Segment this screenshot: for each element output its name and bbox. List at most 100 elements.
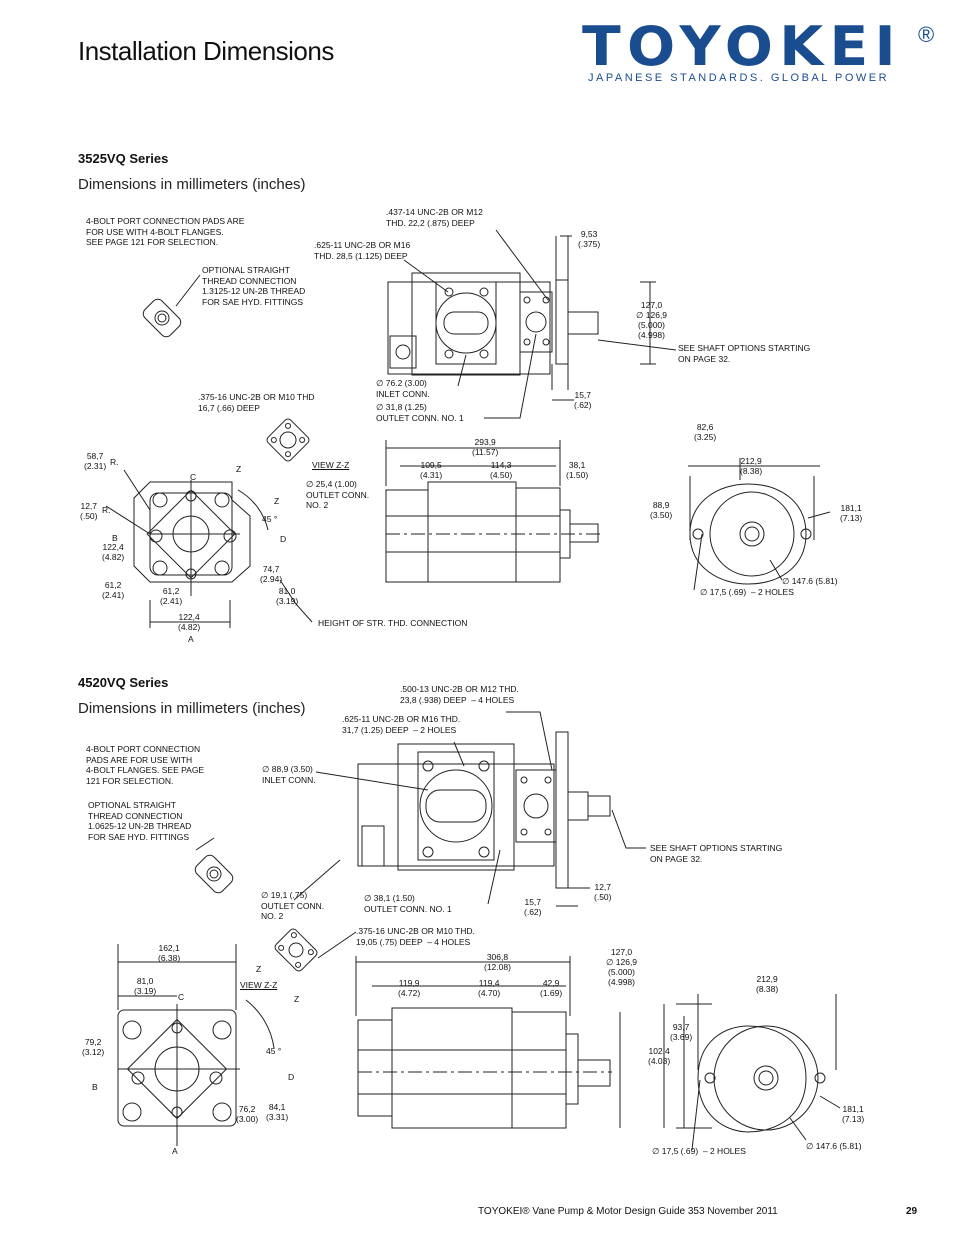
- note-straight-thread-1: OPTIONAL STRAIGHT THREAD CONNECTION 1.31…: [202, 265, 306, 307]
- note-outlet2-1: ∅ 25,4 (1.00) OUTLET CONN. NO. 2: [306, 479, 370, 510]
- pump-elevation-1: [385, 481, 600, 583]
- note-unc625-2: .625-11 UNC-2B OR M16 THD. 31,7 (1.25) D…: [342, 714, 461, 735]
- angle-45-2: 45 °: [266, 1046, 282, 1056]
- label-view-zz-1: VIEW Z-Z: [312, 460, 350, 470]
- letter-r-mid: R.: [102, 505, 111, 515]
- page-number: 29: [906, 1206, 918, 1217]
- note-outlet1-2: ∅ 38,1 (1.50) OUTLET CONN. NO. 1: [364, 893, 452, 914]
- dim-42-9: 42,9 (1.69): [540, 978, 563, 998]
- pump-side-view-2: [357, 731, 611, 889]
- series-title-4520vq: 4520VQ Series: [78, 675, 169, 690]
- note-shaft-1: SEE SHAFT OPTIONS STARTING ON PAGE 32.: [678, 343, 811, 364]
- dim-102-4: 102,4 (4.03): [648, 1046, 671, 1066]
- note-inlet-1: ∅ 76.2 (3.00) INLET CONN.: [376, 378, 430, 399]
- dim-12-7-1: 12,7 (.50): [80, 501, 98, 521]
- dim-38-1: 38,1 (1.50): [566, 460, 589, 480]
- note-unc437: .437-14 UNC-2B OR M12 THD. 22,2 (.875) D…: [386, 207, 483, 228]
- letter-r-top: R.: [110, 457, 119, 467]
- view-zz-icon-1: [266, 418, 310, 462]
- dim-74-7: 74,7 (2.94): [260, 564, 283, 584]
- note-unc375-2: .375-16 UNC-2B OR M10 THD. 19,05 (.75) D…: [356, 926, 475, 947]
- label-view-zz-2: VIEW Z-Z: [240, 980, 278, 990]
- note-unc500: .500-13 UNC-2B OR M12 THD. 23,8 (.938) D…: [400, 684, 519, 705]
- dim-162-1: 162,1 (6.38): [158, 943, 181, 963]
- letter-z-2b: Z: [294, 994, 300, 1004]
- page-title: Installation Dimensions: [78, 36, 334, 66]
- note-holes-1: ∅ 17,5 (.69) – 2 HOLES: [700, 587, 794, 597]
- note-straight-thread-2: OPTIONAL STRAIGHT THREAD CONNECTION 1.06…: [88, 800, 192, 842]
- dim-15-7-1: 15,7 (.62): [574, 390, 592, 410]
- dim-93-7: 93,7 (3.69): [670, 1022, 693, 1042]
- pump-end-view-1: [688, 458, 820, 585]
- dim-293-9: 293,9 (11.57): [472, 437, 499, 457]
- pump-front-view-1: [133, 480, 251, 596]
- note-shaft-2: SEE SHAFT OPTIONS STARTING ON PAGE 32.: [650, 843, 783, 864]
- angle-45-1: 45 °: [262, 514, 278, 524]
- logo-tagline: JAPANESE STANDARDS. GLOBAL POWER: [588, 72, 890, 84]
- letter-b-1: B: [112, 533, 118, 543]
- dim-9-53: 9,53 (.375): [578, 229, 601, 249]
- pump-end-view-2: [663, 994, 837, 1133]
- dim-181-1-2: 181,1 (7.13): [842, 1104, 865, 1124]
- footer-text: TOYOKEI® Vane Pump & Motor Design Guide …: [478, 1206, 778, 1217]
- logo-wordmark: TOYOKEI: [582, 15, 902, 78]
- port-pad-icon-2: [194, 854, 234, 894]
- dim-88-9: 88,9 (3.50): [650, 500, 673, 520]
- dim-81-0-2: 81,0 (3.19): [134, 976, 157, 996]
- dim-84-1: 84,1 (3.31): [266, 1102, 289, 1122]
- dim-61-2-v: 61,2 (2.41): [102, 580, 125, 600]
- view-zz-icon-2: [274, 928, 318, 972]
- note-4bolt-1: 4-BOLT PORT CONNECTION PADS ARE FOR USE …: [86, 216, 245, 247]
- port-pad-icon-1: [142, 298, 182, 338]
- note-inlet-2: ∅ 88,9 (3.50) INLET CONN.: [262, 764, 316, 785]
- letter-z-1a: Z: [236, 464, 242, 474]
- dim-79-2: 79,2 (3.12): [82, 1037, 105, 1057]
- note-unc375-1: .375-16 UNC-2B OR M10 THD 16,7 (.66) DEE…: [198, 392, 315, 413]
- dim-119-9: 119,9 (4.72): [398, 978, 421, 998]
- note-outlet2-2: ∅ 19,1 (.75) OUTLET CONN. NO. 2: [261, 890, 325, 921]
- note-unc625-1: .625-11 UNC-2B OR M16 THD. 28,5 (1.125) …: [314, 240, 411, 261]
- units-note-2: Dimensions in millimeters (inches): [78, 700, 306, 717]
- pump-front-view-2: [117, 1004, 240, 1146]
- series-title-3525vq: 3525VQ Series: [78, 151, 169, 166]
- dim-127-0-2: 127,0 ∅ 126,9 (5.000) (4.998): [606, 947, 638, 987]
- brand-logo: TOYOKEI ® JAPANESE STANDARDS. GLOBAL POW…: [582, 18, 934, 85]
- letter-b-2: B: [92, 1082, 98, 1092]
- letter-a-2: A: [172, 1146, 178, 1156]
- dim-109-5: 109,5 (4.31): [420, 460, 443, 480]
- pump-side-view-1: [387, 272, 599, 390]
- dim-212-9-2: 212,9 (8.38): [756, 974, 779, 994]
- note-bolt-circle-1: ∅ 147.6 (5.81): [782, 576, 838, 586]
- dim-181-1-1: 181,1 (7.13): [840, 503, 863, 523]
- note-4bolt-2: 4-BOLT PORT CONNECTION PADS ARE FOR USE …: [86, 744, 205, 786]
- dim-76-2: 76,2 (3.00): [236, 1104, 259, 1124]
- dim-114-3: 114,3 (4.50): [490, 460, 513, 480]
- note-outlet1-1: ∅ 31,8 (1.25) OUTLET CONN. NO. 1: [376, 402, 464, 423]
- letter-d-1: D: [280, 534, 287, 544]
- letter-c-2: C: [178, 992, 185, 1002]
- dim-81-0-1: 81,0 (3.19): [276, 586, 299, 606]
- dim-58-7: 58,7 (2.31): [84, 451, 107, 471]
- dim-82-6: 82,6 (3.25): [694, 422, 717, 442]
- letter-d-2: D: [288, 1072, 295, 1082]
- letter-a-1: A: [188, 634, 194, 644]
- note-holes-2: ∅ 17,5 (.69) – 2 HOLES: [652, 1146, 746, 1156]
- units-note-1: Dimensions in millimeters (inches): [78, 176, 306, 193]
- note-bolt-circle-2: ∅ 147.6 (5.81): [806, 1141, 862, 1151]
- note-height-str-thd: HEIGHT OF STR. THD. CONNECTION: [318, 618, 468, 628]
- dim-15-7-2: 15,7 (.62): [524, 897, 542, 917]
- dim-12-7-2: 12,7 (.50): [594, 882, 612, 902]
- dim-122-4-v: 122,4 (4.82): [102, 542, 125, 562]
- letter-z-2a: Z: [256, 964, 262, 974]
- dim-127-0-shaft: 127,0 ∅ 126,9 (5.000) (4.998): [636, 300, 668, 340]
- letter-c-1: C: [190, 472, 197, 482]
- pump-elevation-2: [357, 1007, 612, 1129]
- dim-306-8: 306,8 (12.08): [484, 952, 511, 972]
- logo-registered-mark: ®: [918, 22, 935, 47]
- dim-122-4-h: 122,4 (4.82): [178, 612, 201, 632]
- dim-212-9-1: 212,9 (8.38): [740, 456, 763, 476]
- dim-61-2-h: 61,2 (2.41): [160, 586, 183, 606]
- letter-z-1b: Z: [274, 496, 280, 506]
- dim-119-4: 119,4 (4.70): [478, 978, 501, 998]
